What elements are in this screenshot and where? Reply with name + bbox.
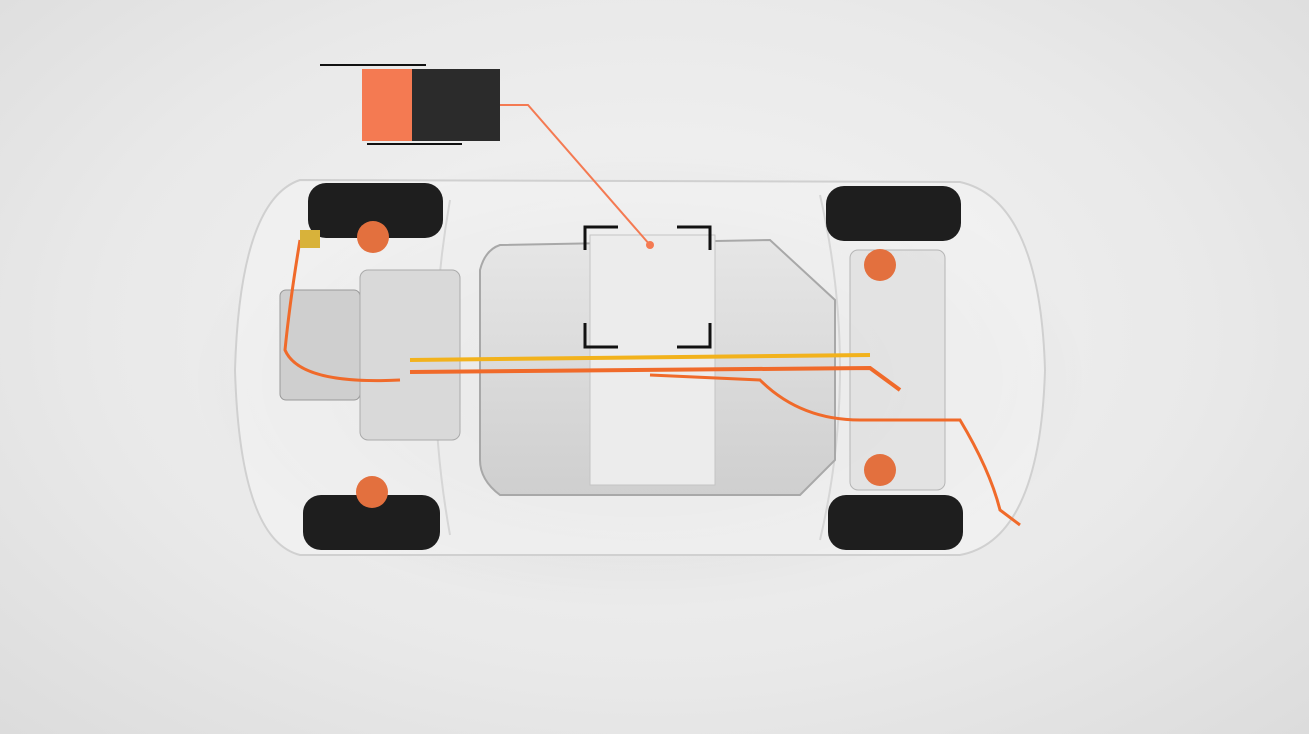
wheel-front-left	[308, 183, 443, 238]
wheel-rear-right	[828, 495, 963, 550]
focus-brackets	[583, 225, 712, 349]
callout-leader-line	[500, 104, 651, 246]
callout-label	[320, 64, 654, 249]
front-motor	[279, 289, 361, 401]
callout-anchor-dot	[646, 241, 654, 249]
hv-cable-yellow	[409, 353, 871, 362]
charging-cable	[649, 373, 1021, 527]
brake-front-right	[356, 476, 388, 508]
front-cable	[283, 239, 401, 383]
callout-accent-swatch	[362, 69, 412, 141]
brake-rear-right	[864, 454, 896, 486]
brake-rear-left	[864, 249, 896, 281]
battery-module-highlight	[589, 234, 716, 486]
reservoir	[300, 230, 320, 248]
front-subframe	[359, 269, 461, 441]
wheel-front-right	[303, 495, 440, 550]
wheel-rear-left	[826, 186, 961, 241]
hv-cable-orange	[409, 365, 902, 392]
brake-front-left	[357, 221, 389, 253]
callout-dark-swatch	[412, 69, 500, 141]
